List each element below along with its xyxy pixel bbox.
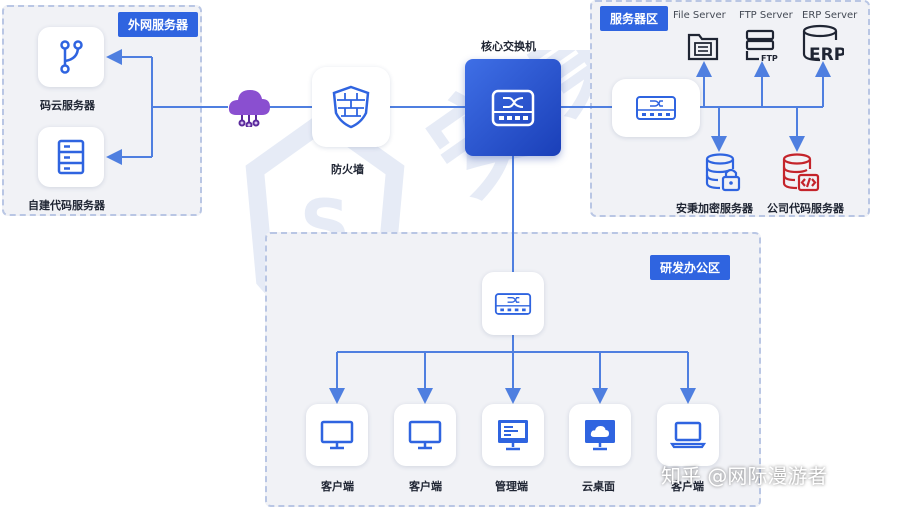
client-label-2: 客户端 <box>409 480 442 493</box>
switch-icon <box>491 89 535 126</box>
erp-server-icon: ERP <box>802 24 844 64</box>
laptop-client-label: 客户端 <box>671 480 704 493</box>
client-label-1: 客户端 <box>321 480 354 493</box>
admin-node <box>482 404 544 466</box>
firewall-shield-icon <box>332 85 370 129</box>
gitee-server-node <box>38 27 104 87</box>
admin-monitor-icon <box>498 420 528 451</box>
file-server-label: File Server <box>673 10 726 21</box>
client-node-1 <box>306 404 368 466</box>
cloud-desktop-icon <box>585 420 615 451</box>
encrypt-server-icon <box>705 153 741 192</box>
server-zone-tag: 服务器区 <box>600 6 669 31</box>
gitee-server-label: 码云服务器 <box>40 99 95 112</box>
company-code-server-label: 公司代码服务器 <box>767 202 844 215</box>
external-zone-tag: 外网服务器 <box>118 12 199 37</box>
monitor-icon <box>408 420 442 450</box>
client-node-2 <box>394 404 456 466</box>
laptop-icon <box>670 421 706 449</box>
ftp-server-icon: FTP <box>745 29 778 63</box>
company-code-server-icon <box>782 153 820 192</box>
server-rack-icon <box>57 139 85 175</box>
file-server-icon <box>687 33 719 61</box>
firewall-label: 防火墙 <box>331 163 364 176</box>
cloud-desktop-node <box>569 404 631 466</box>
firewall-node <box>312 67 390 147</box>
ftp-icon-text: FTP <box>761 54 778 63</box>
selfhosted-server-node <box>38 127 104 187</box>
selfhosted-server-label: 自建代码服务器 <box>28 199 105 212</box>
core-switch-node <box>465 59 561 156</box>
git-branch-icon <box>60 40 83 74</box>
erp-server-label: ERP Server <box>802 10 858 21</box>
small-switch-icon <box>636 96 676 120</box>
office-zone-tag: 研发办公区 <box>650 255 731 280</box>
erp-icon-text: ERP <box>809 45 844 64</box>
encrypt-server-label: 安秉加密服务器 <box>676 202 753 215</box>
laptop-client-node <box>657 404 719 466</box>
monitor-icon <box>320 420 354 450</box>
cloud-desktop-label: 云桌面 <box>582 480 615 493</box>
ftp-server-label: FTP Server <box>739 10 793 21</box>
server-zone-switch-node <box>612 79 700 137</box>
internet-cloud-icon <box>228 90 270 127</box>
core-switch-label: 核心交换机 <box>481 40 536 53</box>
attribution-watermark: 知乎 @网际漫游者 <box>661 464 828 488</box>
office-switch-node <box>482 272 544 335</box>
admin-label: 管理端 <box>495 480 528 493</box>
small-switch-icon <box>494 292 532 315</box>
